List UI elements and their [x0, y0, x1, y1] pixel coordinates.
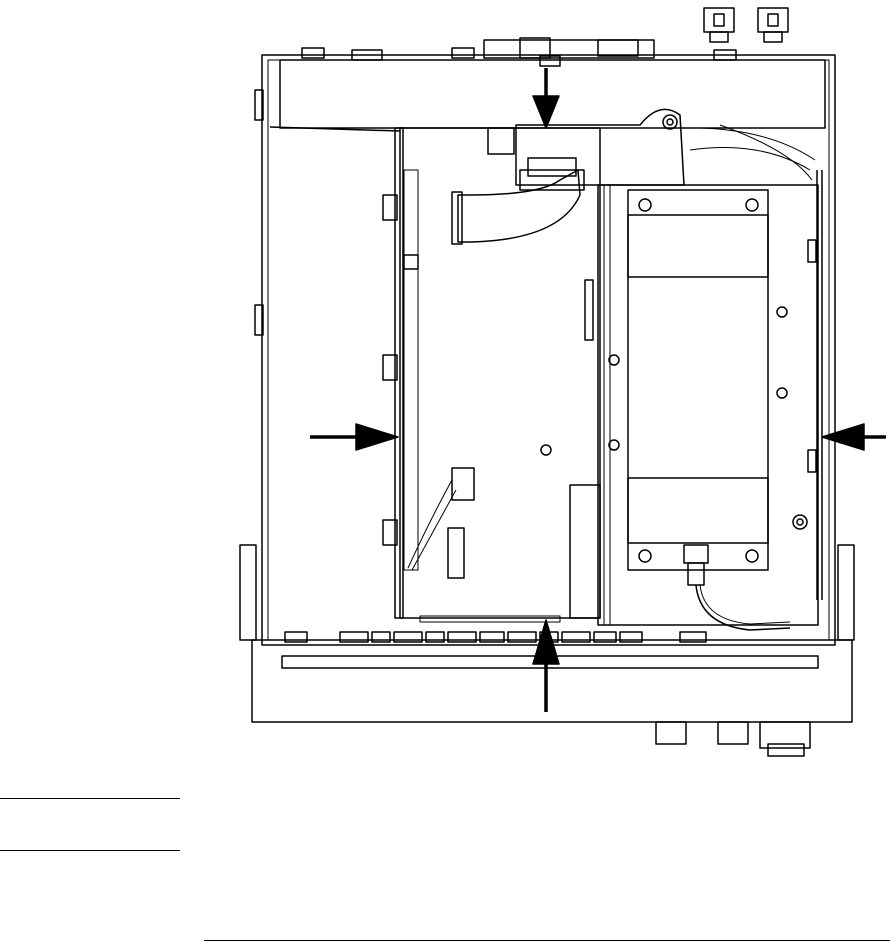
margin-rule-upper	[0, 798, 180, 799]
rf-module	[628, 190, 790, 630]
cable-harness	[690, 125, 815, 180]
margin-rule-lower	[0, 850, 180, 851]
callout-arrow-left	[310, 424, 398, 450]
rear-bnc-connector	[704, 8, 734, 42]
page-bottom-rule	[204, 940, 890, 941]
main-board	[383, 128, 600, 622]
rear-bnc-connector	[758, 8, 788, 42]
callout-arrow-top	[533, 68, 559, 128]
callout-arrow-bottom	[533, 620, 559, 712]
callout-arrow-right	[822, 424, 886, 450]
chassis	[255, 55, 835, 645]
